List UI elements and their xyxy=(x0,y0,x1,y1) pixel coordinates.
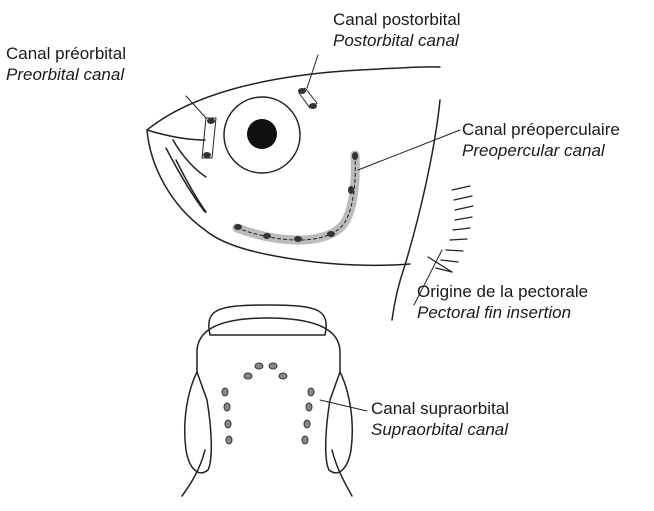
label-preopercular-en: Preopercular canal xyxy=(462,140,620,161)
label-postorbital-en: Postorbital canal xyxy=(333,30,461,51)
dorsal-head-outline xyxy=(182,305,352,496)
label-pectoral-fin-insertion: Origine de la pectorale Pectoral fin ins… xyxy=(417,281,588,323)
label-preorbital-canal: Canal préorbital Preorbital canal xyxy=(6,43,126,85)
label-supraorbital-canal: Canal supraorbital Supraorbital canal xyxy=(371,398,509,440)
label-preorbital-fr: Canal préorbital xyxy=(6,43,126,64)
label-supraorbital-fr: Canal supraorbital xyxy=(371,398,509,419)
label-supraorbital-en: Supraorbital canal xyxy=(371,419,509,440)
postorbital-canal xyxy=(298,88,317,109)
label-preorbital-en: Preorbital canal xyxy=(6,64,126,85)
eye xyxy=(224,97,300,173)
label-postorbital-fr: Canal postorbital xyxy=(333,9,461,30)
lateral-head-outline xyxy=(147,67,440,320)
supraorbital-pores xyxy=(222,363,314,444)
label-preopercular-canal: Canal préoperculaire Preopercular canal xyxy=(462,119,620,161)
label-postorbital-canal: Canal postorbital Postorbital canal xyxy=(333,9,461,51)
preorbital-canal xyxy=(202,118,216,158)
label-pectoral-en: Pectoral fin insertion xyxy=(417,302,588,323)
pectoral-fin xyxy=(428,186,473,272)
preopercular-canal xyxy=(234,152,358,242)
label-preopercular-fr: Canal préoperculaire xyxy=(462,119,620,140)
label-pectoral-fr: Origine de la pectorale xyxy=(417,281,588,302)
